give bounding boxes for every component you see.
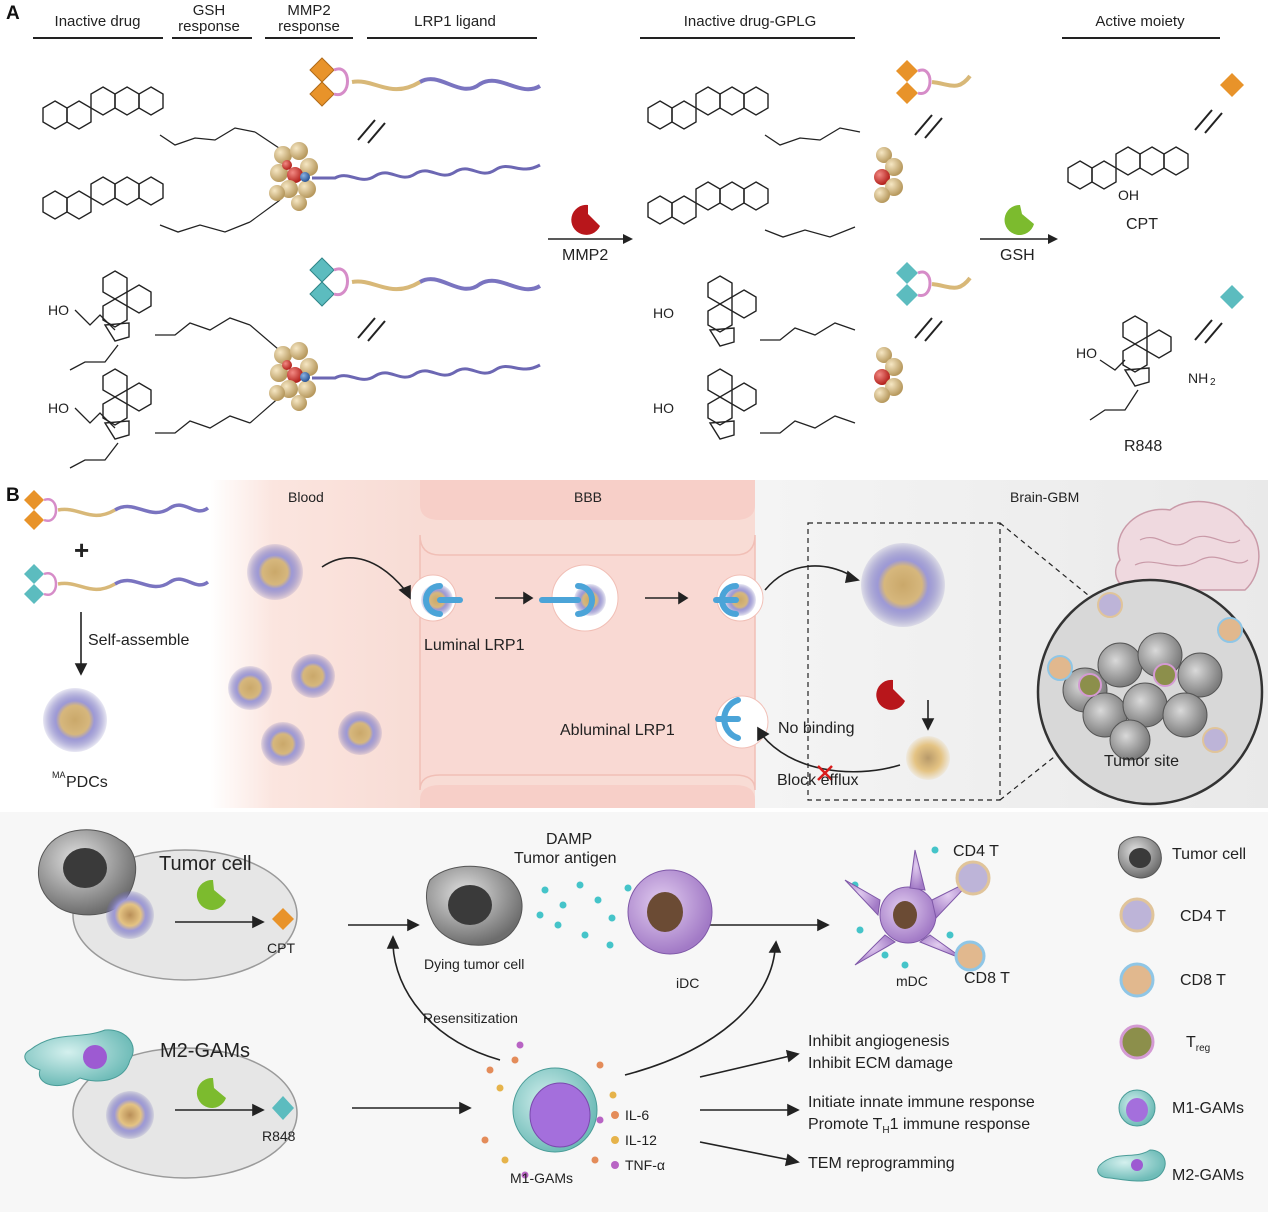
atom-label: HO (1076, 345, 1097, 361)
header-line (1062, 37, 1220, 39)
arrow-label-mmp2: MMP2 (562, 247, 609, 264)
cytokine-tnfa: TNF-α (625, 1157, 665, 1173)
label-cd8t: CD8 T (964, 970, 1010, 987)
label-m1-gams: M1-GAMs (510, 1170, 573, 1186)
label-m2-gams: M2-GAMs (160, 1040, 250, 1062)
label-resensitization: Resensitization (423, 1010, 518, 1026)
product-r848: R848 (1124, 438, 1163, 455)
header-mmp2-2: response (278, 18, 340, 35)
effect-th1: Promote TH1 immune response (808, 1116, 1030, 1136)
atom-label: NH (1188, 370, 1209, 386)
header-inactive-drug: Inactive drug (54, 13, 141, 30)
atom-label: OH (1118, 187, 1139, 203)
region-blood: Blood (288, 489, 324, 505)
header-line (367, 37, 537, 39)
region-brain: Brain-GBM (1010, 489, 1080, 505)
effect-angiogenesis: Inhibit angiogenesis (808, 1033, 950, 1050)
label-tumor-site: Tumor site (1104, 753, 1179, 770)
atom-label: HO (48, 302, 69, 318)
label-self-assemble: Self-assemble (88, 632, 190, 649)
label-r848: R848 (262, 1128, 296, 1144)
label-no-binding: No binding (778, 720, 855, 737)
panel-b-letter: B (6, 485, 20, 506)
label-luminal-lrp1: Luminal LRP1 (424, 637, 525, 654)
plus-sign: + (74, 535, 90, 565)
label-idc: iDC (676, 975, 700, 991)
header-lrp1-ligand: LRP1 ligand (414, 13, 496, 30)
legend-m1: M1-GAMs (1172, 1100, 1244, 1117)
legend-cd8t: CD8 T (1180, 972, 1226, 989)
header-mmp2-1: MMP2 (287, 2, 331, 19)
cytokine-il6: IL-6 (625, 1107, 650, 1123)
panel-a-letter: A (6, 3, 20, 24)
label-dying-tumor-cell: Dying tumor cell (424, 956, 525, 972)
atom-label: HO (48, 400, 69, 416)
arrow-label-gsh: GSH (1000, 247, 1035, 264)
cytokine-il12: IL-12 (625, 1132, 657, 1148)
header-active-moiety: Active moiety (1095, 13, 1185, 30)
region-bbb: BBB (574, 489, 603, 505)
panel-b-scene (43, 480, 1268, 808)
effect-tem: TEM reprogramming (808, 1155, 955, 1172)
label-mapdcs-sup: MA (52, 770, 66, 780)
label-mdc: mDC (896, 973, 928, 989)
panel-c-scene (0, 812, 1268, 1212)
label-tumor-antigen: Tumor antigen (514, 850, 617, 867)
header-gsh-1: GSH (192, 2, 226, 19)
header-gsh-2: response (178, 18, 240, 35)
effect-ecm: Inhibit ECM damage (808, 1055, 953, 1072)
header-inactive-drug-gplg: Inactive drug-GPLG (683, 13, 817, 30)
effect-th1-sub: H (882, 1125, 890, 1137)
header-line (265, 37, 353, 39)
label-cd4t: CD4 T (953, 843, 999, 860)
label-mapdcs: PDCs (66, 774, 108, 791)
label-block-efflux: Block efflux (777, 772, 859, 789)
header-line (640, 37, 855, 39)
header-line (172, 37, 252, 39)
label-abluminal-lrp1: Abluminal LRP1 (560, 722, 675, 739)
legend-treg-sub: reg (1195, 1043, 1211, 1055)
legend-treg: Treg (1186, 1034, 1210, 1054)
panel-b-conjugates (24, 490, 210, 604)
label-tumor-cell: Tumor cell (159, 853, 252, 875)
panel-a-structures (0, 57, 1244, 469)
atom-label: HO (653, 400, 674, 416)
effect-innate: Initiate innate immune response (808, 1094, 1035, 1111)
legend-cd4t: CD4 T (1180, 908, 1226, 925)
effect-th1-pre: Promote T (808, 1116, 883, 1133)
legend-treg-main: T (1186, 1034, 1196, 1051)
atom-label-sub: 2 (1210, 377, 1216, 388)
legend-m2: M2-GAMs (1172, 1167, 1244, 1184)
atom-label: HO (653, 305, 674, 321)
effect-th1-post: 1 immune response (889, 1116, 1031, 1133)
label-cpt: CPT (267, 940, 295, 956)
product-cpt: CPT (1126, 216, 1158, 233)
label-damp: DAMP (546, 831, 593, 848)
header-line (33, 37, 163, 39)
legend-tumor-cell: Tumor cell (1172, 846, 1247, 863)
